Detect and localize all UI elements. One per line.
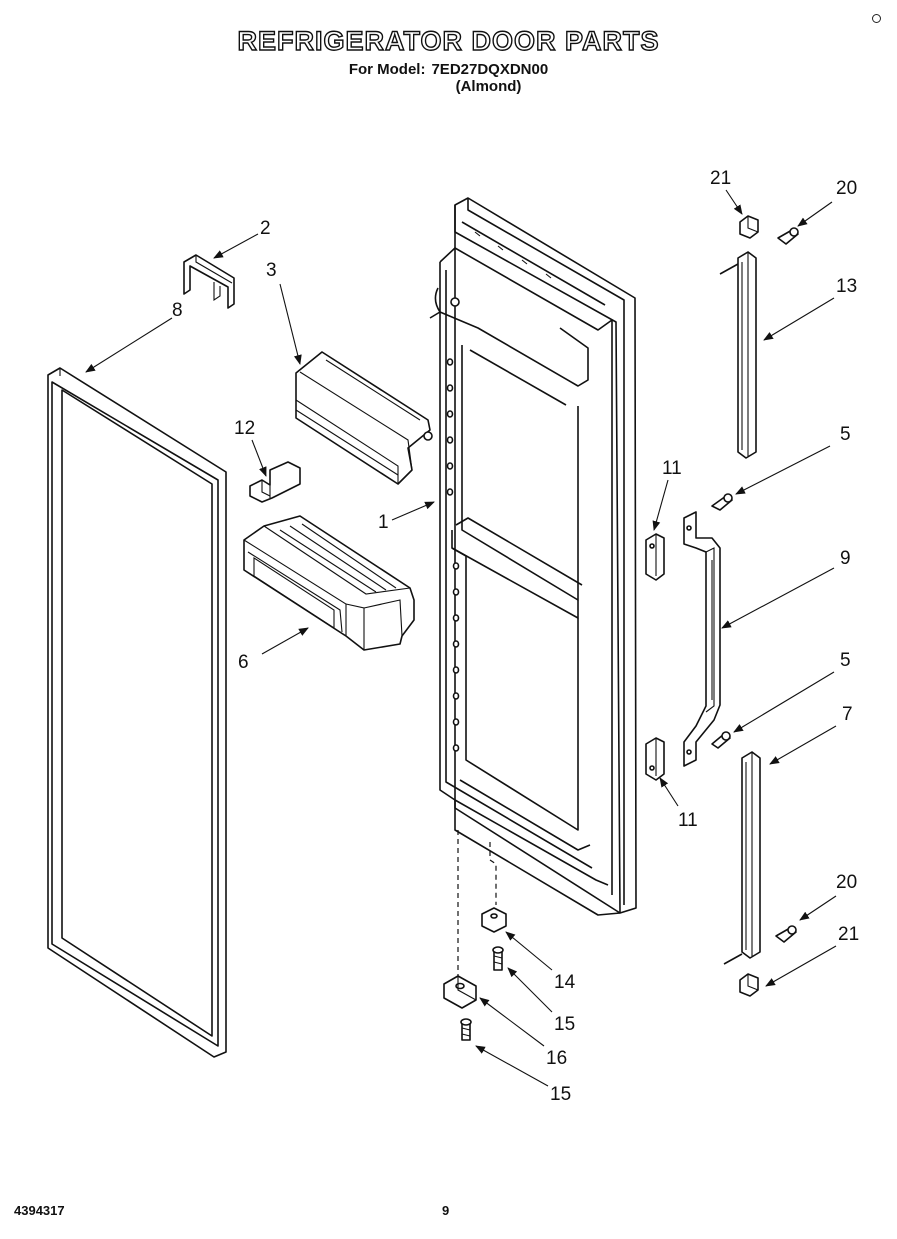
callout-15-lower: 15	[550, 1084, 571, 1105]
callout-labels: 2 3 8 12 1 6 21 20 13 5 11 9 5 7 11 20 2…	[172, 168, 859, 1105]
callout-16: 16	[546, 1048, 567, 1069]
callout-2: 2	[260, 218, 271, 239]
callout-1: 1	[378, 512, 389, 533]
handle-plug-top	[645, 533, 665, 581]
screw-top	[777, 227, 799, 245]
top-trim	[719, 251, 757, 459]
callout-14: 14	[554, 972, 576, 993]
leader-lines	[85, 189, 837, 1087]
callout-9: 9	[840, 548, 851, 569]
page-number: 9	[442, 1203, 450, 1218]
callout-21-bottom: 21	[838, 924, 859, 945]
callout-11-top: 11	[662, 458, 682, 479]
dairy-door	[295, 351, 433, 485]
shelf-mount-holes	[446, 358, 460, 752]
bottom-trim	[723, 751, 761, 965]
callout-20-top: 20	[836, 178, 857, 199]
bracket-clip	[183, 254, 235, 309]
callout-12: 12	[234, 418, 255, 439]
callout-20-bottom: 20	[836, 872, 857, 893]
page-title: REFRIGERATOR DOOR PARTS	[237, 25, 660, 56]
door-liner	[429, 197, 637, 916]
handle-screw-bottom	[711, 731, 731, 749]
model-line: For Model: 7ED27DQXDN00	[0, 61, 897, 78]
document-number: 4394317	[14, 1203, 65, 1218]
hinge-bushing	[481, 907, 507, 933]
callout-21-top: 21	[710, 168, 731, 189]
callout-7: 7	[842, 704, 853, 725]
screw-bottom	[775, 925, 797, 943]
hinge-screw-lower	[460, 1018, 472, 1041]
callout-6: 6	[238, 652, 249, 673]
finish-label: (Almond)	[455, 78, 522, 95]
callout-5-bottom: 5	[840, 650, 851, 671]
hinge-bracket	[443, 975, 477, 1009]
callout-11-bottom: 11	[678, 810, 698, 831]
door-handle	[683, 511, 721, 767]
door-gasket	[47, 367, 227, 1058]
door-bin	[243, 515, 415, 651]
trim-end-cap-bottom	[739, 973, 759, 997]
punch-hole-mark	[872, 14, 881, 23]
model-label: For Model:	[348, 61, 426, 78]
callout-15-upper: 15	[554, 1014, 575, 1035]
callout-13: 13	[836, 276, 857, 297]
callout-8: 8	[172, 300, 183, 321]
handle-screw-top	[711, 493, 733, 511]
callout-5-top: 5	[840, 424, 851, 445]
trim-end-cap-top	[739, 215, 759, 239]
callout-3: 3	[266, 260, 277, 281]
handle-plug-bottom	[645, 737, 665, 781]
dairy-clip	[249, 461, 301, 503]
hinge-centerlines	[457, 830, 497, 980]
model-number: 7ED27DQXDN00	[431, 61, 549, 78]
hinge-screw-upper	[492, 946, 504, 971]
